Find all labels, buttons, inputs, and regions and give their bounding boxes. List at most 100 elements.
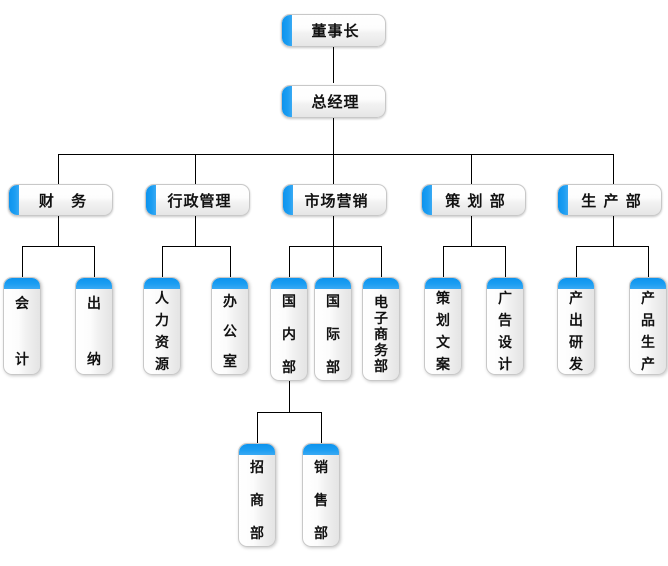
node-human-resources[interactable]: 人 力 资 源 — [143, 277, 181, 375]
vlabel-char: 电 — [374, 294, 388, 311]
vlabel-char: 计 — [498, 356, 512, 373]
vlabel-char: 务 — [374, 342, 388, 359]
vlabel-char: 力 — [155, 312, 169, 329]
node-accent-bar — [4, 278, 40, 289]
node-marketing-label: 市场营销 — [304, 191, 369, 210]
vlabel-char: 源 — [155, 356, 169, 373]
node-production[interactable]: 生 产 部 — [557, 184, 662, 216]
node-manufacturing[interactable]: 产 品 生 产 — [629, 277, 667, 375]
node-international[interactable]: 国 际 部 — [314, 277, 352, 381]
node-marketing[interactable]: 市场营销 — [282, 184, 387, 216]
connector-drop-sales — [321, 412, 322, 443]
node-ecommerce-label: 电 子 商 务 部 — [363, 289, 399, 380]
vlabel-char: 国 — [326, 293, 340, 310]
connector-marketing-stem — [333, 216, 334, 246]
connector-drop-marketing — [333, 154, 334, 184]
connector-drop-cashier — [94, 246, 95, 277]
vlabel-char: 子 — [374, 310, 388, 327]
node-accent-bar — [558, 185, 568, 215]
vlabel-char: 商 — [250, 492, 264, 509]
node-accent-bar — [630, 278, 666, 289]
connector-administration-stem — [195, 216, 196, 246]
vlabel-char: 研 — [569, 334, 583, 351]
node-investment[interactable]: 招 商 部 — [238, 443, 276, 547]
connector-marketing-bus — [289, 246, 381, 247]
node-accent-bar — [283, 185, 293, 215]
connector-drop-ad-design — [505, 246, 506, 277]
node-office-label: 办 公 室 — [212, 289, 248, 374]
vlabel-char: 商 — [374, 326, 388, 343]
node-copywriting-label: 策 划 文 案 — [425, 289, 461, 374]
connector-finance-bus — [22, 246, 94, 247]
node-chairman-label: 董事长 — [311, 22, 360, 40]
vlabel-char: 内 — [282, 326, 296, 343]
vlabel-char: 计 — [15, 351, 29, 368]
vlabel-char: 品 — [641, 312, 655, 329]
node-production-label: 生 产 部 — [581, 191, 642, 210]
connector-planning-bus — [443, 246, 505, 247]
node-sales[interactable]: 销 售 部 — [302, 443, 340, 547]
vlabel-char: 部 — [326, 359, 340, 376]
connector-production-bus — [576, 246, 648, 247]
vlabel-char: 室 — [223, 353, 237, 370]
vlabel-char: 公 — [223, 323, 237, 340]
connector-administration-bus — [162, 246, 230, 247]
node-sales-label: 销 售 部 — [303, 455, 339, 546]
node-accent-bar — [315, 278, 351, 289]
node-accent-bar — [146, 185, 156, 215]
node-accounting[interactable]: 会 计 — [3, 277, 41, 375]
vlabel-char: 办 — [223, 293, 237, 310]
connector-finance-stem — [58, 216, 59, 246]
node-office[interactable]: 办 公 室 — [211, 277, 249, 375]
node-accent-bar — [239, 444, 275, 455]
node-accent-bar — [282, 86, 292, 117]
node-cashier[interactable]: 出 纳 — [75, 277, 113, 375]
vlabel-char: 告 — [498, 312, 512, 329]
vlabel-char: 划 — [436, 312, 450, 329]
connector-drop-production — [613, 154, 614, 184]
node-finance[interactable]: 财 务 — [8, 184, 113, 216]
node-accent-bar — [212, 278, 248, 289]
node-domestic[interactable]: 国 内 部 — [270, 277, 308, 381]
connector-domestic-bus — [257, 412, 321, 413]
connector-drop-planning — [471, 154, 472, 184]
vlabel-char: 售 — [314, 492, 328, 509]
node-ad-design-label: 广 告 设 计 — [487, 289, 523, 374]
node-accent-bar — [487, 278, 523, 289]
connector-drop-office — [230, 246, 231, 277]
node-planning-label: 策 划 部 — [445, 191, 506, 210]
connector-gm-stem — [333, 118, 334, 154]
node-rnd[interactable]: 产 出 研 发 — [557, 277, 595, 375]
vlabel-char: 人 — [155, 290, 169, 307]
vlabel-char: 国 — [282, 293, 296, 310]
vlabel-char: 部 — [282, 359, 296, 376]
vlabel-char: 产 — [641, 290, 655, 307]
connector-drop-accounting — [22, 246, 23, 277]
connector-drop-manufacturing — [648, 246, 649, 277]
vlabel-char: 纳 — [87, 351, 101, 368]
connector-level3-bus — [58, 154, 614, 155]
connector-drop-international — [333, 246, 334, 277]
node-planning[interactable]: 策 划 部 — [421, 184, 526, 216]
node-accounting-label: 会 计 — [4, 289, 40, 374]
node-ecommerce[interactable]: 电 子 商 务 部 — [362, 277, 400, 381]
node-ad-design[interactable]: 广 告 设 计 — [486, 277, 524, 375]
vlabel-char: 广 — [498, 290, 512, 307]
node-administration[interactable]: 行政管理 — [145, 184, 250, 216]
vlabel-char: 策 — [436, 290, 450, 307]
node-copywriting[interactable]: 策 划 文 案 — [424, 277, 462, 375]
node-accent-bar — [558, 278, 594, 289]
node-accent-bar — [425, 278, 461, 289]
vlabel-char: 际 — [326, 326, 340, 343]
vlabel-char: 出 — [569, 312, 583, 329]
vlabel-char: 销 — [314, 459, 328, 476]
node-accent-bar — [363, 278, 399, 289]
node-manufacturing-label: 产 品 生 产 — [630, 289, 666, 374]
node-chairman[interactable]: 董事长 — [281, 14, 386, 47]
connector-drop-finance — [58, 154, 59, 184]
node-accent-bar — [9, 185, 19, 215]
vlabel-char: 发 — [569, 356, 583, 373]
vlabel-char: 部 — [314, 525, 328, 542]
node-general-manager[interactable]: 总经理 — [281, 85, 386, 118]
